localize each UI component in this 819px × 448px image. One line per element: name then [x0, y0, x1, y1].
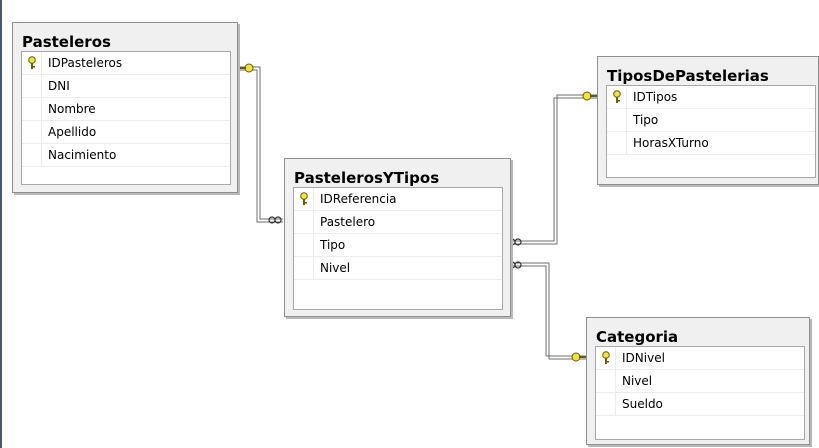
column-row[interactable]: Nacimiento: [22, 144, 230, 167]
relationship-line-tipos: [503, 94, 598, 245]
table-title: PastelerosYTipos: [294, 169, 440, 187]
primary-key-icon: [28, 56, 36, 69]
primary-key-icon: [300, 192, 308, 205]
column-row[interactable]: IDNivel: [596, 347, 804, 370]
column-name: IDReferencia: [320, 192, 397, 206]
column-name: DNI: [48, 79, 70, 93]
column-name: HorasXTurno: [633, 136, 709, 150]
column-row[interactable]: Pastelero: [294, 211, 502, 234]
column-row[interactable]: HorasXTurno: [607, 132, 815, 155]
relationship-line-categoria: [503, 265, 588, 357]
table-title: Categoria: [596, 328, 679, 346]
column-name: Tipo: [320, 238, 346, 252]
window-left-edge: [0, 0, 2, 448]
column-grid: IDTipos Tipo HorasXTurno: [606, 85, 816, 178]
column-name: Nivel: [320, 261, 351, 275]
relationship-line-pasteleros: [238, 66, 283, 220]
key-icon: [571, 352, 587, 362]
column-row[interactable]: Tipo: [294, 234, 502, 257]
column-name: Tipo: [633, 113, 659, 127]
column-name: IDNivel: [622, 351, 665, 365]
column-row[interactable]: IDPasteleros: [22, 52, 230, 75]
table-pastelerosytipos[interactable]: PastelerosYTipos IDReferencia Pastelero …: [284, 158, 511, 317]
column-name: Apellido: [48, 125, 97, 139]
column-grid: IDReferencia Pastelero Tipo Nivel: [293, 187, 503, 310]
primary-key-icon: [602, 351, 610, 364]
column-grid: IDNivel Nivel Sueldo: [595, 346, 805, 440]
column-name: IDTipos: [633, 90, 678, 104]
table-tiposdepastelerias[interactable]: TiposDePastelerias IDTipos Tipo HorasXTu…: [597, 56, 819, 185]
column-name: Nombre: [48, 102, 96, 116]
column-row[interactable]: Nivel: [596, 370, 804, 393]
key-icon: [582, 91, 597, 101]
column-grid: IDPasteleros DNI Nombre Apellido Nacimie…: [21, 51, 231, 185]
column-row[interactable]: Tipo: [607, 109, 815, 132]
column-row[interactable]: IDTipos: [607, 86, 815, 109]
column-row[interactable]: Nivel: [294, 257, 502, 280]
column-row[interactable]: Nombre: [22, 98, 230, 121]
table-categoria[interactable]: Categoria IDNivel Nivel Sueldo: [586, 317, 810, 445]
key-icon: [240, 63, 254, 73]
table-pasteleros[interactable]: Pasteleros IDPasteleros DNI Nombre Apell…: [12, 22, 238, 193]
column-name: Nacimiento: [48, 148, 117, 162]
column-row[interactable]: Sueldo: [596, 393, 804, 416]
column-row[interactable]: Apellido: [22, 121, 230, 144]
table-title: TiposDePastelerias: [607, 67, 769, 85]
column-name: Sueldo: [622, 397, 663, 411]
column-row[interactable]: IDReferencia: [294, 188, 502, 211]
table-title: Pasteleros: [22, 33, 111, 51]
column-row[interactable]: DNI: [22, 75, 230, 98]
column-name: IDPasteleros: [48, 56, 123, 70]
infinity-icon: [268, 216, 282, 224]
column-name: Nivel: [622, 374, 653, 388]
column-name: Pastelero: [320, 215, 376, 229]
primary-key-icon: [613, 90, 621, 103]
